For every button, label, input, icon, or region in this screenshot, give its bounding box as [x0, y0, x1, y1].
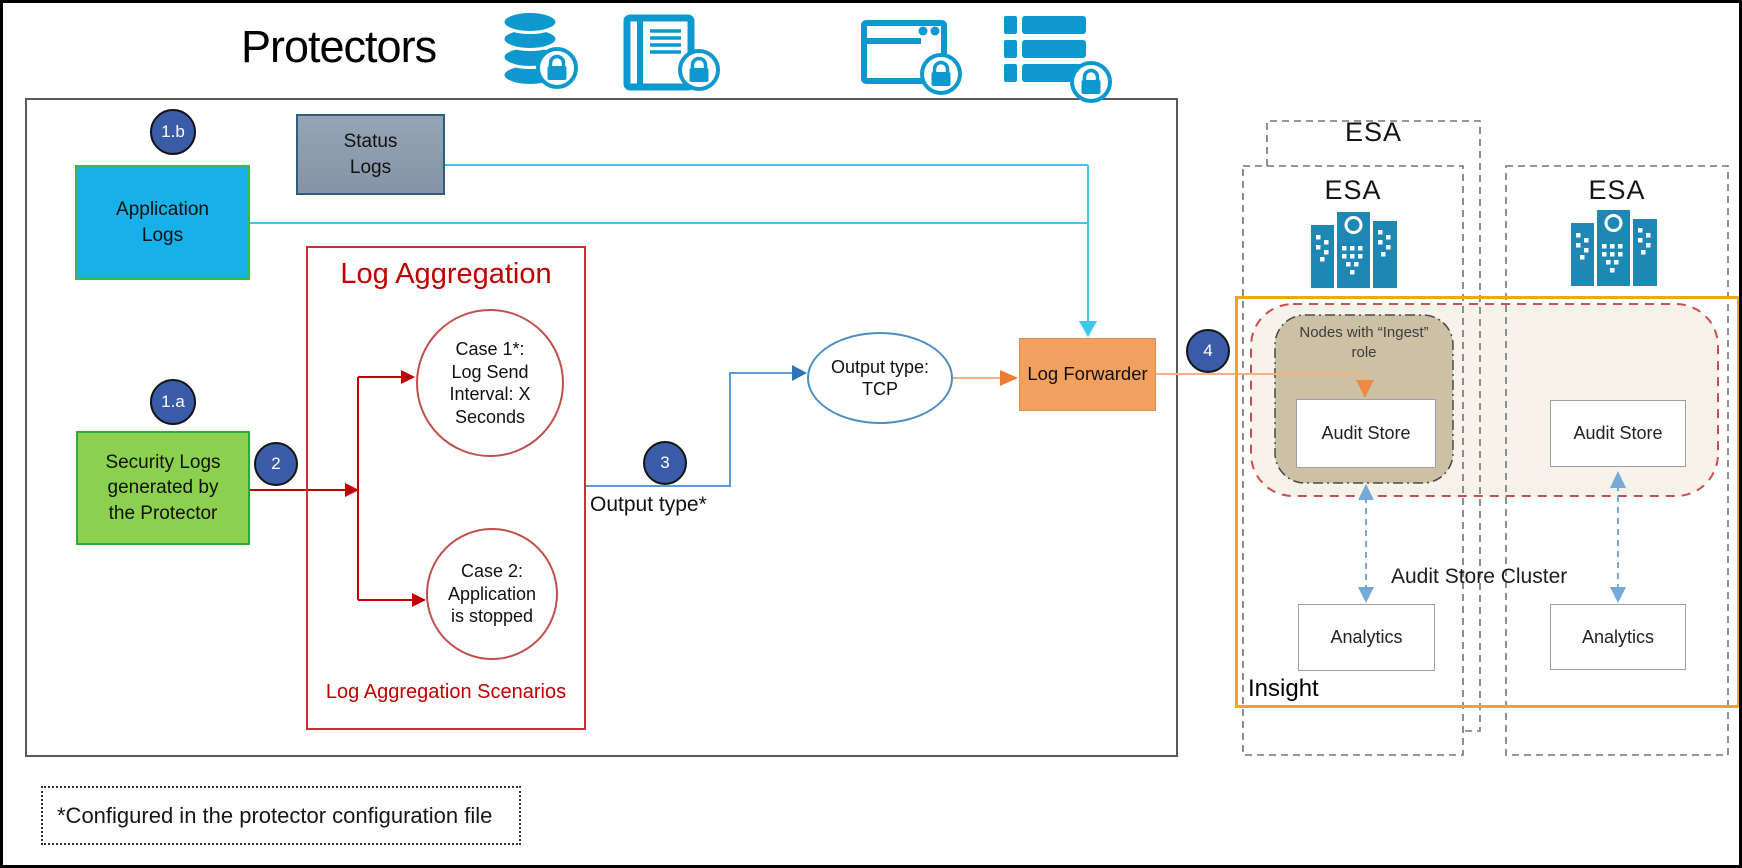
document-lock-icon [623, 14, 720, 91]
log-aggregation-footer: Log Aggregation Scenarios [325, 681, 567, 703]
window-lock-icon [861, 20, 962, 95]
log-aggregation-title: Log Aggregation [340, 258, 552, 290]
status-logs-label: Status Logs [343, 131, 398, 178]
output-type-ellipse: Output type: TCP [807, 332, 953, 424]
case-2-label: Case 2: Application is stopped [447, 561, 537, 627]
log-aggregation-box [306, 246, 586, 730]
insight-box [1235, 296, 1739, 708]
badge-4: 4 [1186, 329, 1230, 373]
analytics-box-right: Analytics [1550, 604, 1686, 670]
footnote-box: *Configured in the protector configurati… [41, 786, 521, 845]
page-title: Protectors [241, 21, 437, 72]
application-logs-box: Application Logs [75, 165, 250, 280]
case-2-circle: Case 2: Application is stopped [426, 528, 558, 660]
server-lock-icon [1004, 16, 1112, 103]
status-logs-box: Status Logs [296, 114, 445, 195]
insight-label: Insight [1248, 675, 1319, 702]
badge-1a: 1.a [150, 379, 196, 425]
footnote-text: *Configured in the protector configurati… [57, 802, 493, 828]
case-1-label: Case 1*: Log Send Interval: X Seconds [449, 339, 531, 427]
esa-label-right: ESA [1588, 175, 1646, 205]
output-type-note: Output type* [590, 493, 707, 516]
audit-store-box-right: Audit Store [1550, 400, 1686, 467]
ingest-nodes-label: Nodes with “Ingest” role [1299, 324, 1429, 361]
esa-label-left: ESA [1324, 175, 1382, 205]
application-logs-label: Application Logs [116, 199, 209, 246]
badge-3: 3 [643, 441, 687, 485]
badge-2: 2 [254, 442, 298, 486]
log-forwarder-box: Log Forwarder [1019, 338, 1156, 411]
badge-1b: 1.b [150, 109, 196, 155]
audit-store-box-left: Audit Store [1296, 399, 1436, 468]
security-logs-box: Security Logs generated by the Protector [76, 431, 250, 545]
audit-store-cluster-label: Audit Store Cluster [1391, 565, 1568, 588]
output-type-ellipse-label: Output type: TCP [830, 356, 930, 400]
case-1-circle: Case 1*: Log Send Interval: X Seconds [416, 309, 564, 457]
protectors-container-box [25, 98, 1178, 757]
analytics-box-left: Analytics [1298, 604, 1435, 671]
buildings-icon [1571, 210, 1657, 286]
security-logs-label: Security Logs generated by the Protector [105, 452, 221, 524]
database-lock-icon [501, 11, 578, 89]
esa-label-back: ESA [1344, 117, 1403, 147]
buildings-icon [1311, 212, 1397, 288]
